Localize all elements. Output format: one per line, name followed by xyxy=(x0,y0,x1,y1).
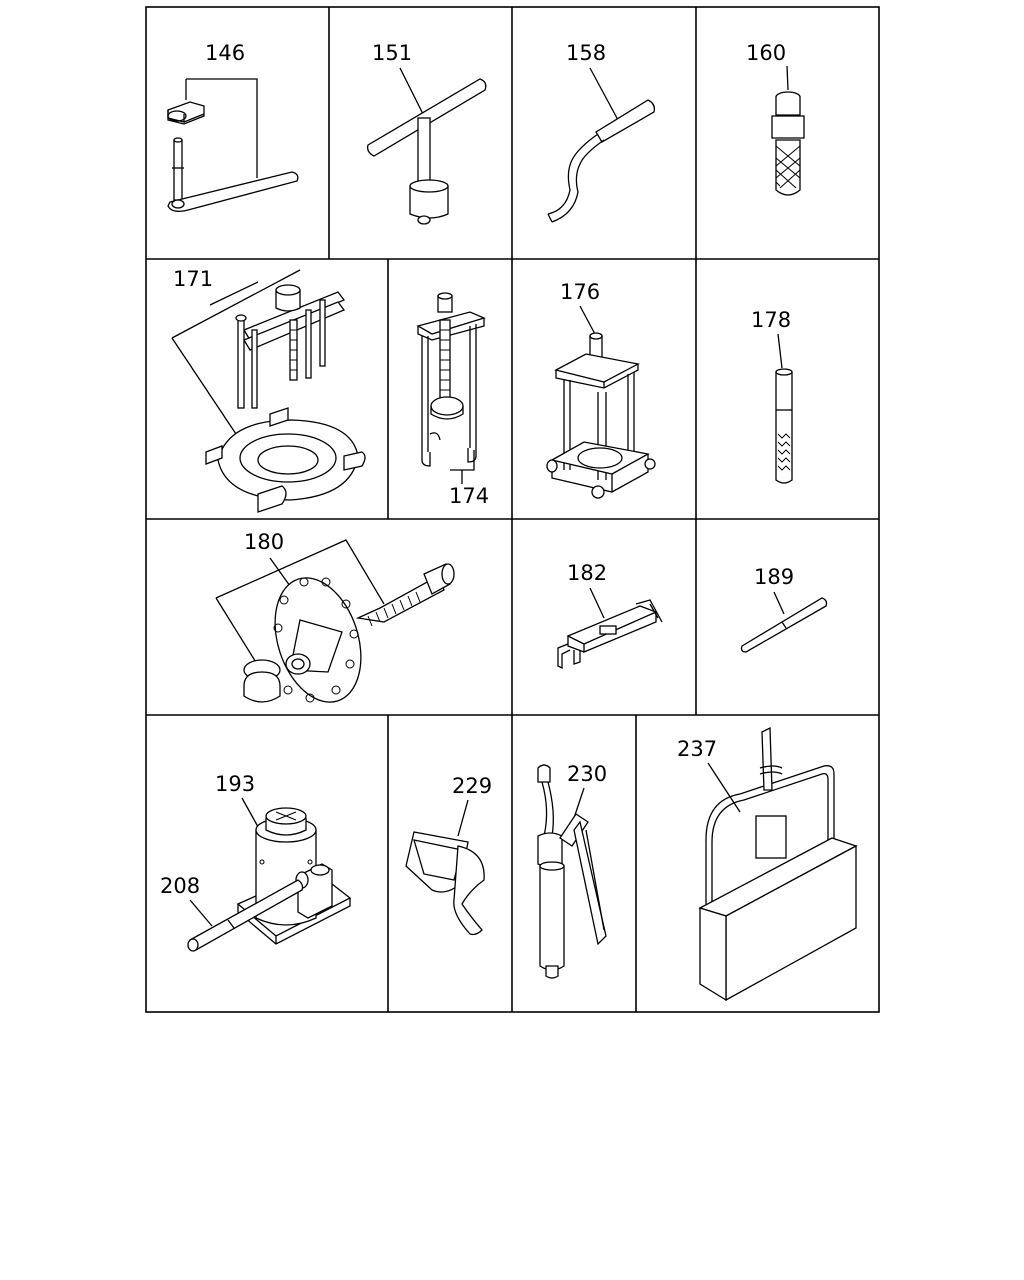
part-178-knurled-pin: 178 xyxy=(751,308,793,484)
part-151-t-handle-wrench: 151 xyxy=(366,41,487,225)
part-208-jack-handle: 208 xyxy=(160,874,304,952)
part-label-208: 208 xyxy=(160,874,200,898)
part-237-tool-bag: 237 xyxy=(677,726,858,1002)
part-label-174: 174 xyxy=(449,484,489,508)
part-160-knurled-drift: 160 xyxy=(746,41,805,196)
part-label-146: 146 xyxy=(205,41,245,65)
part-label-189: 189 xyxy=(754,565,794,589)
part-label-180: 180 xyxy=(244,530,284,554)
part-146-spanner-tool: 146 xyxy=(167,41,299,212)
part-189-pin: 189 xyxy=(740,565,828,653)
part-229-funnel-tool: 229 xyxy=(405,774,492,936)
part-174-two-jaw-puller: 174 xyxy=(416,292,489,508)
part-label-229: 229 xyxy=(452,774,492,798)
part-label-151: 151 xyxy=(372,41,412,65)
part-176-press-frame: 176 xyxy=(546,280,656,499)
part-158-crank-handle: 158 xyxy=(547,41,656,223)
part-label-182: 182 xyxy=(567,561,607,585)
part-182-bracket-gauge: 182 xyxy=(557,561,663,670)
part-label-171: 171 xyxy=(173,267,213,291)
part-label-160: 160 xyxy=(746,41,786,65)
part-label-193: 193 xyxy=(215,772,255,796)
diagram-grid xyxy=(145,6,880,1013)
part-171-bearing-puller-set: 171 xyxy=(171,267,366,513)
part-180-installer-set: 180 xyxy=(215,530,455,703)
part-label-158: 158 xyxy=(566,41,606,65)
part-label-176: 176 xyxy=(560,280,600,304)
part-label-237: 237 xyxy=(677,737,717,761)
part-label-230: 230 xyxy=(567,762,607,786)
part-label-178: 178 xyxy=(751,308,791,332)
part-230-grease-gun: 230 xyxy=(537,762,607,979)
